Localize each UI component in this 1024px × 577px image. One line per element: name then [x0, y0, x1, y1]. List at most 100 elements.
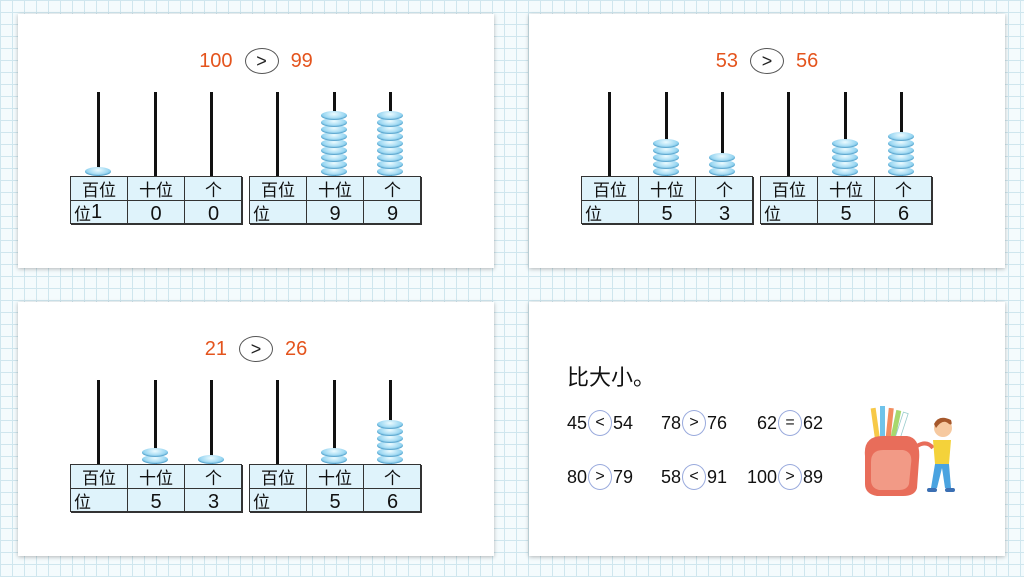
abacus-bead [321, 132, 347, 141]
header-hundreds: 百位 [71, 177, 128, 201]
place-label: 位 [74, 493, 91, 512]
header-tens: 十位 [128, 465, 185, 489]
header-tens: 十位 [639, 177, 696, 201]
abacus-bead [321, 146, 347, 155]
header-hundreds: 百位 [761, 177, 818, 201]
tens-value: 5 [639, 201, 696, 225]
quiz-left: 45 [567, 412, 588, 433]
abacus-bead [198, 455, 224, 464]
tens-value: 5 [307, 489, 364, 513]
abacus-bead [653, 146, 679, 155]
quiz-operator[interactable]: = [778, 410, 803, 436]
ones-value: 6 [364, 489, 422, 513]
abacus-bead [377, 111, 403, 120]
abacus-bead [377, 125, 403, 134]
abacus-bead [377, 153, 403, 162]
abacus-bead [142, 455, 168, 464]
abacus-bead [832, 146, 858, 155]
abacus-bead [888, 160, 914, 169]
abacus-bead [321, 448, 347, 457]
quiz-right: 54 [613, 412, 634, 433]
quiz-operator[interactable]: > [778, 464, 803, 490]
quiz-operator[interactable]: < [588, 410, 613, 436]
quiz-right: 76 [707, 412, 728, 433]
abacus-bead [321, 111, 347, 120]
hundreds-cell: 位 [250, 489, 307, 513]
abacus-bead [321, 139, 347, 148]
abacus-rod [210, 92, 213, 176]
abacus-bead [653, 153, 679, 162]
comparison: 21 > 26 [18, 335, 494, 363]
quiz-operator[interactable]: > [588, 464, 613, 490]
header-ones: 个 [185, 465, 243, 489]
ones-value: 3 [185, 489, 243, 513]
abacus-bead [832, 139, 858, 148]
header-tens: 十位 [307, 177, 364, 201]
abacus-bead [377, 455, 403, 464]
abacus-bead [321, 125, 347, 134]
tens-value: 5 [128, 489, 185, 513]
ones-value: 0 [185, 201, 243, 225]
tens-value: 9 [307, 201, 364, 225]
quiz-operator[interactable]: > [682, 410, 707, 436]
abacus-bead [709, 153, 735, 162]
ones-value: 6 [875, 201, 933, 225]
abacus-bead [321, 160, 347, 169]
abacus-bead [709, 167, 735, 176]
ones-value: 3 [696, 201, 754, 225]
header-ones: 个 [364, 177, 422, 201]
abacus-rod [333, 380, 336, 464]
abacus-bead [888, 153, 914, 162]
quiz-panel: 比大小。 45 < 54 78 > 76 62 = 62 80 > 79 58 … [529, 302, 1005, 556]
left-number: 53 [715, 49, 738, 72]
right-number: 56 [796, 49, 819, 72]
abacus-bead [377, 146, 403, 155]
header-hundreds: 百位 [250, 177, 307, 201]
quiz-left: 78 [661, 412, 682, 433]
quiz-operator[interactable]: < [682, 464, 707, 490]
abacus-bead [321, 455, 347, 464]
quiz-left: 62 [757, 412, 778, 433]
quiz-item: 58 < 91 [661, 464, 727, 490]
hundreds-cell: 位 [71, 489, 128, 513]
abacus-bead [377, 139, 403, 148]
abacus-bead [709, 160, 735, 169]
comparison: 53 > 56 [529, 47, 1005, 75]
abacus-bead [377, 427, 403, 436]
abacus-bead [888, 167, 914, 176]
tens-value: 0 [128, 201, 185, 225]
quiz-item: 62 = 62 [757, 410, 823, 436]
header-tens: 十位 [818, 177, 875, 201]
abacus-bead [377, 420, 403, 429]
quiz-title: 比大小。 [567, 365, 656, 390]
place-label: 位 [253, 205, 270, 224]
abacus-rod [154, 92, 157, 176]
abacus-bead [377, 118, 403, 127]
place-label: 位 [764, 205, 781, 224]
quiz-item: 45 < 54 [567, 410, 633, 436]
quiz-right: 79 [613, 466, 634, 487]
abacus-bead [377, 132, 403, 141]
abacus-rod [787, 92, 790, 176]
abacus-bead [321, 167, 347, 176]
quiz-left: 80 [567, 466, 588, 487]
left-number: 21 [204, 337, 227, 360]
place-label: 位 [585, 205, 602, 224]
quiz-left: 58 [661, 466, 682, 487]
abacus-bead [888, 139, 914, 148]
abacus-bead [653, 167, 679, 176]
quiz-right: 62 [803, 412, 824, 433]
abacus-rod [608, 92, 611, 176]
